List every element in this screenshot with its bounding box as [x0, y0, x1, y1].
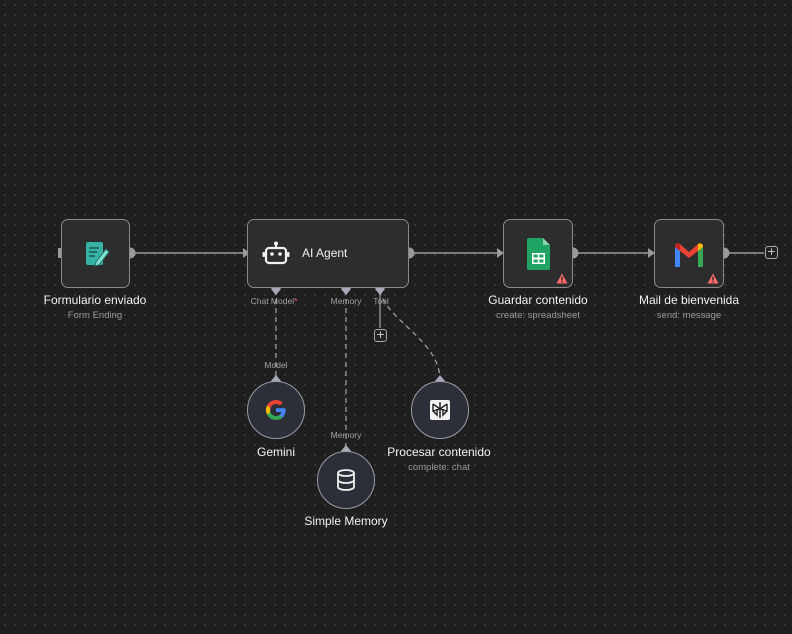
node-gmail-title: Mail de bienvenida [638, 293, 740, 307]
form-edit-icon [82, 240, 110, 268]
node-gmail-subtitle: send: message [656, 310, 722, 321]
node-gemini-title: Gemini [256, 445, 295, 459]
robot-icon [262, 241, 290, 267]
node-form-subtitle: Form Ending [67, 310, 123, 321]
perplexity-icon [429, 399, 451, 421]
node-gemini[interactable] [247, 381, 305, 439]
add-node-button[interactable]: + [765, 245, 778, 259]
node-form-title: Formulario enviado [43, 293, 147, 307]
connection-tool[interactable] [379, 289, 441, 381]
database-icon [336, 469, 356, 491]
arrow-head-sheets [497, 248, 504, 258]
node-ai-agent[interactable] [247, 219, 409, 288]
arrow-head-agent [243, 248, 250, 258]
warning-icon[interactable] [707, 271, 719, 289]
node-gmail[interactable] [654, 219, 724, 288]
warning-icon[interactable] [556, 271, 568, 289]
form-trigger-handle [58, 248, 62, 258]
node-process-subtitle: complete: chat [408, 462, 470, 473]
node-process-title: Procesar contenido [387, 445, 491, 459]
required-marker: * [294, 296, 298, 306]
google-g-icon [266, 400, 286, 420]
add-tool-button[interactable]: + [374, 328, 387, 342]
port-model-label: Model [264, 360, 288, 370]
port-chat-model-text: Chat Model [250, 296, 295, 306]
node-agent-title: AI Agent [302, 246, 348, 260]
port-chat-model-label: Chat Model* [234, 296, 314, 306]
node-sheets-subtitle: create: spreadsheet [496, 310, 580, 321]
node-procesar-contenido[interactable] [411, 381, 469, 439]
node-simple-memory[interactable] [317, 451, 375, 509]
node-form-trigger[interactable] [61, 219, 130, 288]
node-memory-title: Simple Memory [304, 514, 388, 528]
gmail-icon [673, 243, 705, 267]
port-memory-label: Memory [330, 296, 362, 306]
node-google-sheets[interactable] [503, 219, 573, 288]
port-tool-label: Tool [373, 296, 389, 306]
node-sheets-title: Guardar contenido [488, 293, 588, 307]
port-memory-in-label: Memory [330, 430, 362, 440]
google-sheets-icon [527, 238, 551, 270]
arrow-head-gmail [648, 248, 655, 258]
